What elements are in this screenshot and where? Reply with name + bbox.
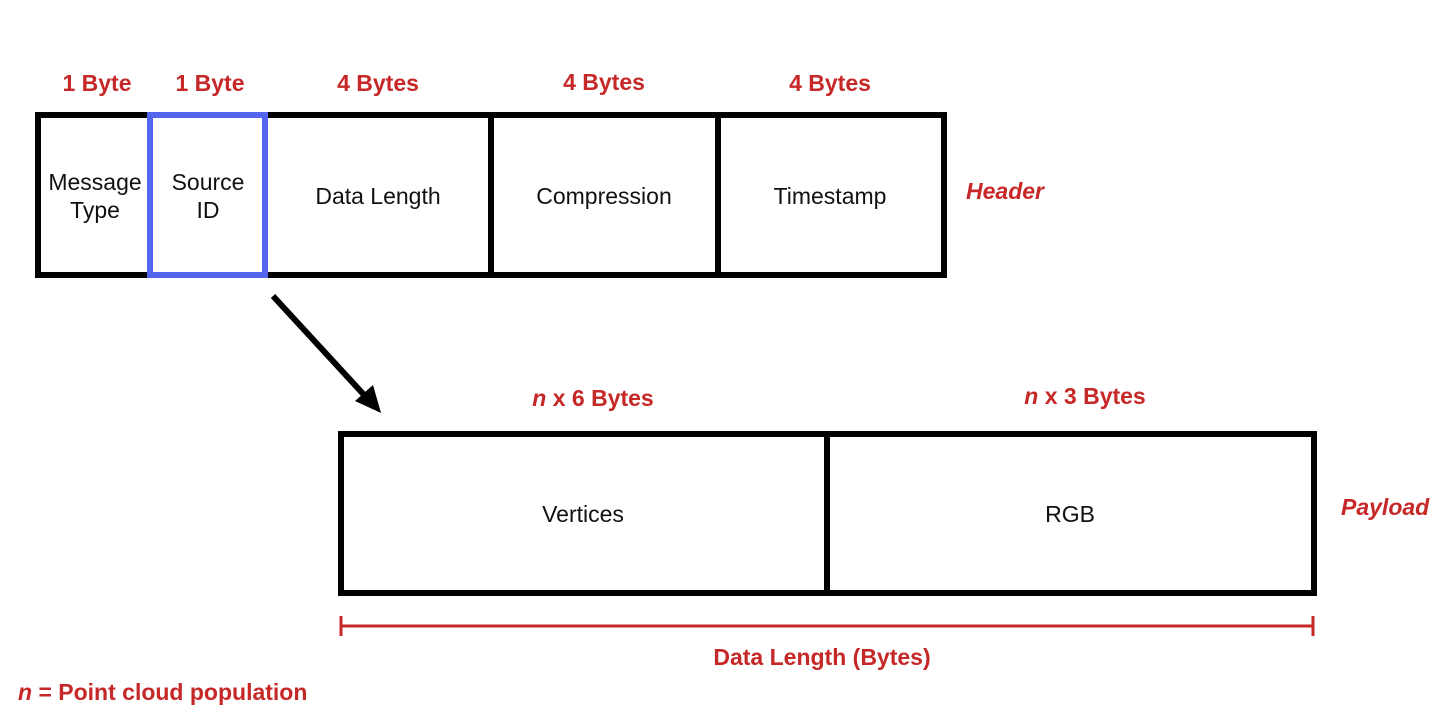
header-label: Header — [966, 178, 1044, 204]
expand-arrow-head — [355, 385, 381, 413]
field-timestamp: Timestamp — [773, 183, 887, 209]
field-compression: Compression — [536, 183, 672, 209]
source-id-highlight — [147, 112, 268, 278]
size-label-vertices: n x 6 Bytes — [532, 385, 654, 411]
size-label-compression: 4 Bytes — [563, 69, 645, 95]
field-message-type: Message Type — [48, 169, 142, 223]
size-label-rgb: n x 3 Bytes — [1024, 383, 1146, 409]
field-source-id: Source ID — [171, 169, 245, 223]
field-rgb: RGB — [1045, 501, 1095, 527]
field-vertices: Vertices — [542, 501, 624, 527]
field-data-length: Data Length — [315, 183, 441, 209]
payload-label: Payload — [1341, 494, 1430, 520]
size-label-data-length: 4 Bytes — [337, 70, 419, 96]
size-label-message-type: 1 Byte — [62, 70, 132, 96]
footnote: n = Point cloud population — [18, 679, 308, 705]
data-length-span-label: Data Length (Bytes) — [713, 644, 931, 670]
size-label-source-id: 1 Byte — [175, 70, 245, 96]
expand-arrow-shaft — [270, 293, 369, 400]
size-label-timestamp: 4 Bytes — [789, 70, 871, 96]
